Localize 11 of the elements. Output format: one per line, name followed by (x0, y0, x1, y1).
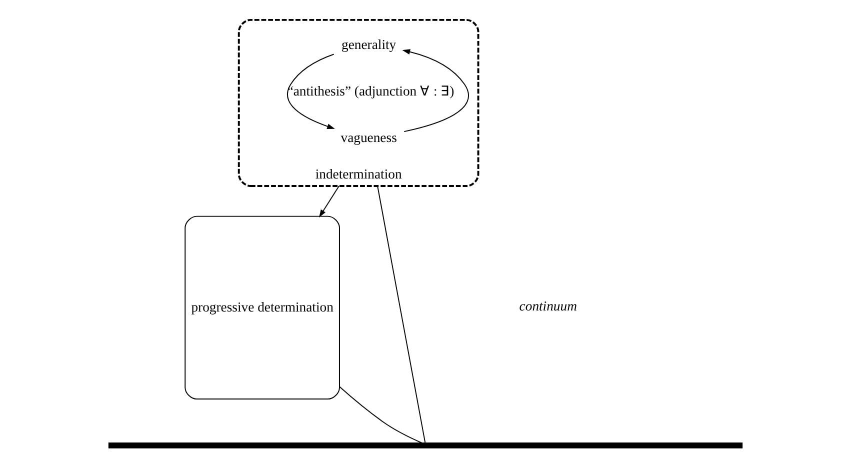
node-text: generality (342, 36, 396, 52)
node-bar (108, 442, 743, 448)
connector (377, 186, 426, 444)
label: continuum (519, 298, 577, 314)
edge-label: “antithesis” (adjunction ∀ : ∃) (287, 83, 454, 98)
node-text: vagueness (340, 130, 397, 145)
arrow (286, 54, 335, 129)
node-box: progressive determination (184, 216, 340, 400)
arrow (402, 49, 469, 132)
arrow (319, 186, 340, 218)
connector (339, 386, 422, 444)
